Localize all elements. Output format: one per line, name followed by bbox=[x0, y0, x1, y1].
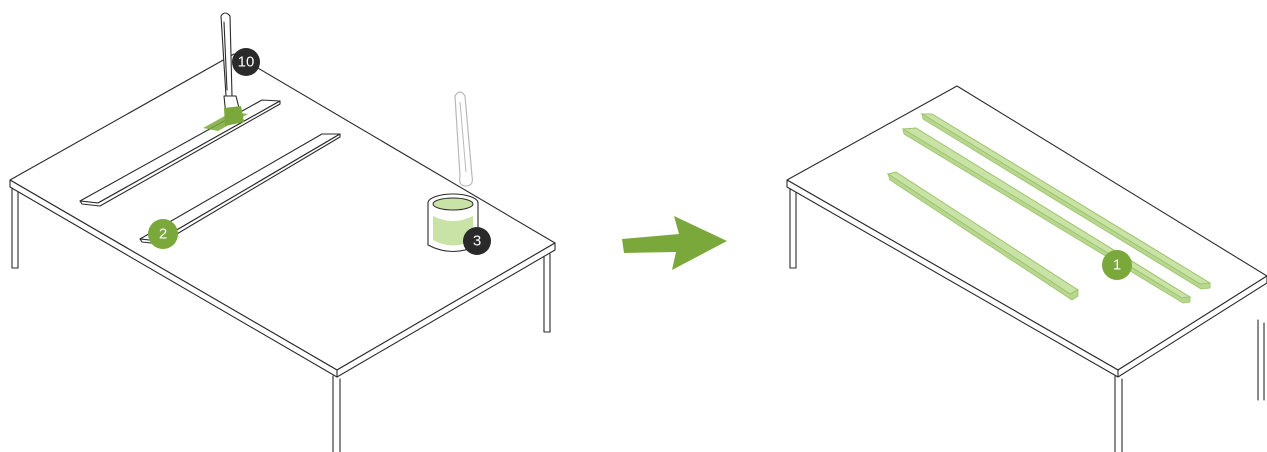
arrow-right-icon bbox=[622, 216, 727, 270]
left-table-legs bbox=[11, 187, 551, 452]
step-badge-paint-can: 3 bbox=[463, 227, 491, 255]
right-strip-narrow bbox=[920, 113, 1212, 290]
step-badge-strips: 2 bbox=[148, 219, 178, 249]
stir-stick-icon bbox=[454, 91, 473, 187]
step-badge-result: 1 bbox=[1102, 250, 1132, 280]
right-strip-wide bbox=[886, 171, 1080, 301]
svg-text:2: 2 bbox=[159, 226, 167, 243]
brush-icon bbox=[220, 12, 244, 126]
right-table bbox=[786, 85, 1267, 452]
svg-text:1: 1 bbox=[1113, 257, 1121, 274]
left-table bbox=[9, 53, 556, 452]
right-table-legs bbox=[789, 187, 1265, 452]
step-badge-brush: 10 bbox=[232, 48, 260, 76]
svg-text:3: 3 bbox=[473, 233, 481, 250]
svg-text:10: 10 bbox=[238, 54, 255, 71]
